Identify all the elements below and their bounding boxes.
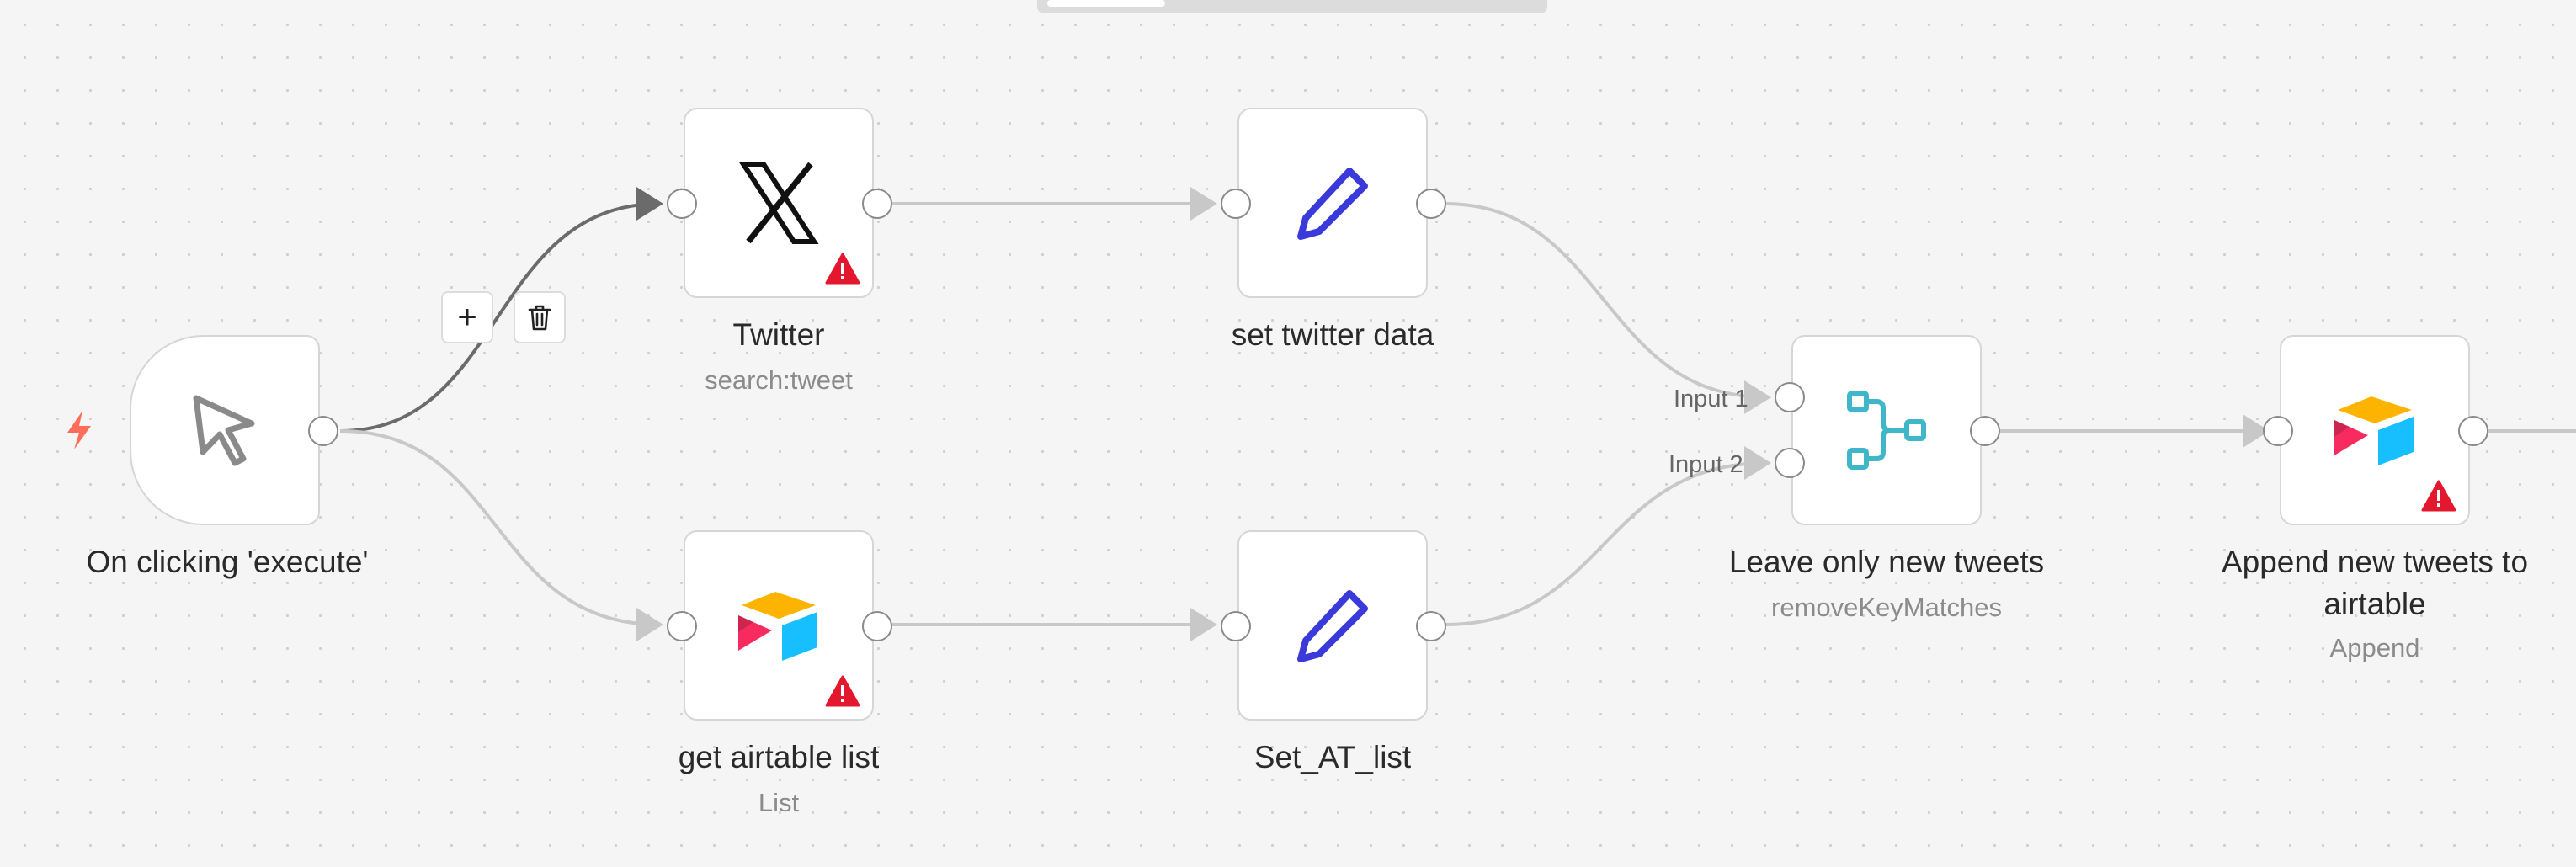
edge-trigger-to-airtable [339,429,663,641]
top-toolbar[interactable] [1037,0,1547,13]
node-subtitle: search:tweet [705,365,853,395]
twitter-input-port[interactable] [667,189,697,219]
merge-input1-port[interactable] [1775,382,1805,412]
node-twitter[interactable] [684,108,874,298]
trigger-bolt-icon [67,411,91,449]
pencil-icon [1297,168,1368,240]
trigger-output-port[interactable] [308,416,338,446]
edge-settwitter-to-merge [1444,202,1771,414]
node-title: Twitter [732,317,825,352]
toolbar-active-segment[interactable] [1047,0,1165,7]
merge-icon [1847,391,1926,470]
merge-input2-label: Input 2 [1669,451,1743,478]
node-title-line2: airtable [2323,587,2426,621]
warning-icon [825,253,860,285]
set-twitter-input-port[interactable] [1221,189,1251,219]
warning-icon [825,675,860,707]
edge-setat-to-merge [1444,446,1771,626]
airtable-icon [2334,396,2414,465]
node-manual-trigger[interactable] [130,335,320,525]
set-at-output-port[interactable] [1416,611,1446,641]
edge-trigger-to-twitter [339,187,663,433]
node-title: Leave only new tweets [1728,545,2045,579]
node-title-line1: Append new tweets to [2221,545,2529,579]
node-subtitle: Append [2329,633,2420,662]
set-twitter-output-port[interactable] [1416,189,1446,219]
append-output-port[interactable] [2458,416,2488,446]
merge-input1-label: Input 1 [1674,386,1748,412]
merge-output-port[interactable] [1970,416,2000,446]
set-at-input-port[interactable] [1221,611,1251,641]
node-title: set twitter data [1231,317,1434,352]
merge-input2-port[interactable] [1775,448,1805,478]
node-title: Set_AT_list [1253,740,1412,774]
node-append-airtable[interactable] [2280,335,2470,525]
node-merge[interactable] [1791,335,1982,525]
add-button-label: + [457,298,477,336]
warning-icon [2421,480,2456,512]
node-set-at-list[interactable] [1237,530,1428,721]
delete-connection-button[interactable] [514,291,566,343]
airtable-list-input-port[interactable] [667,611,697,641]
node-title: On clicking 'execute' [86,545,369,579]
node-subtitle: List [758,788,800,817]
twitter-output-port[interactable] [862,189,892,219]
trash-icon [528,305,551,331]
add-node-button[interactable]: + [441,291,493,343]
node-title: get airtable list [678,740,880,774]
node-get-airtable-list[interactable] [684,530,874,721]
append-input-port[interactable] [2263,416,2293,446]
node-set-twitter-data[interactable] [1237,108,1428,298]
cursor-icon [193,395,255,466]
airtable-list-output-port[interactable] [862,611,892,641]
airtable-icon [738,592,817,661]
pencil-icon [1297,590,1368,662]
x-logo-icon [738,162,819,244]
node-subtitle: removeKeyMatches [1771,593,2002,622]
